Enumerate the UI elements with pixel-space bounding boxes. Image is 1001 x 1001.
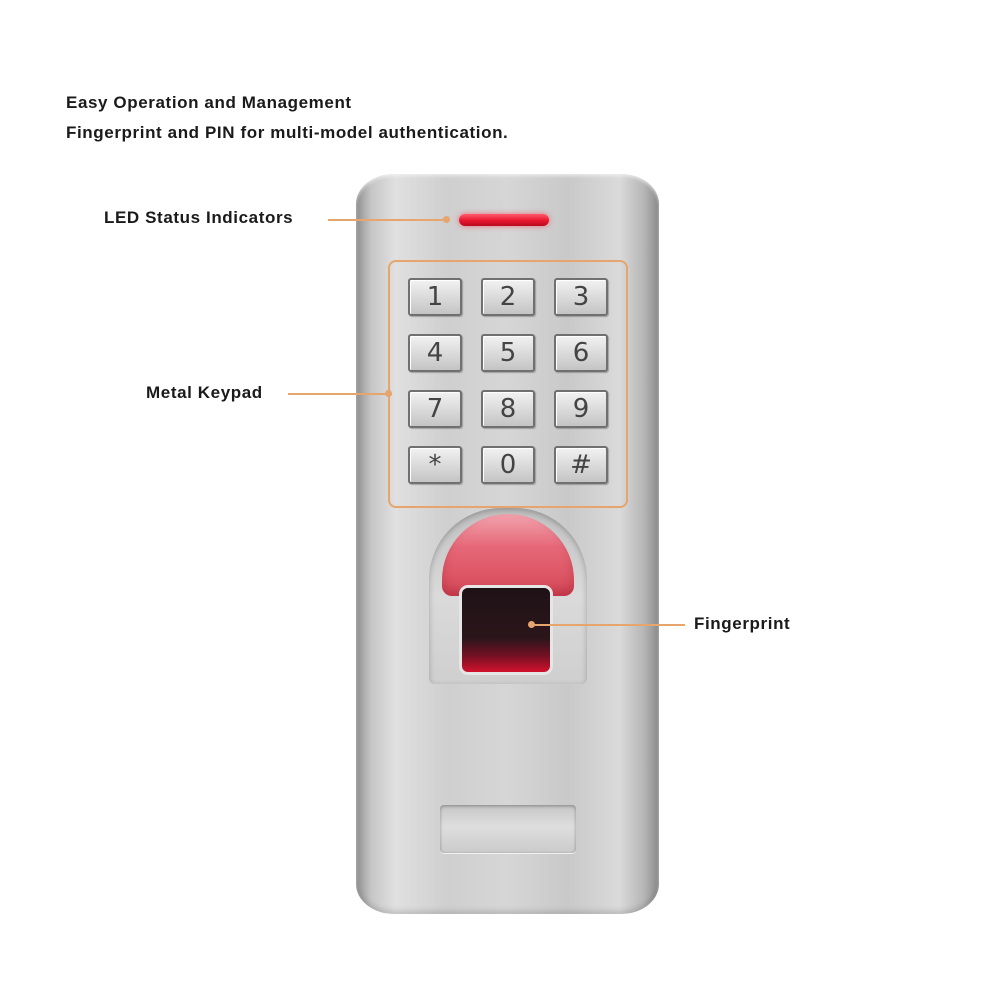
callout-line-led: [328, 219, 446, 221]
card-reader-window: [440, 805, 576, 853]
callout-dot-led: [443, 216, 450, 223]
keypad-key[interactable]: *: [408, 446, 462, 484]
keypad-key[interactable]: 8: [481, 390, 535, 428]
keypad-highlight-frame: [388, 260, 628, 508]
keypad-key[interactable]: #: [554, 446, 608, 484]
keypad-key[interactable]: 2: [481, 278, 535, 316]
keypad-key[interactable]: 6: [554, 334, 608, 372]
callout-label-keypad: Metal Keypad: [146, 383, 263, 402]
heading-subtitle: Fingerprint and PIN for multi-model auth…: [66, 123, 509, 142]
callout-line-keypad: [288, 393, 388, 395]
keypad-key[interactable]: 7: [408, 390, 462, 428]
callout-label-fingerprint: Fingerprint: [694, 614, 791, 633]
heading-block: Easy Operation and Management Fingerprin…: [66, 88, 508, 148]
keypad-key[interactable]: 0: [481, 446, 535, 484]
keypad-key[interactable]: 9: [554, 390, 608, 428]
keypad-key[interactable]: 4: [408, 334, 462, 372]
keypad-key[interactable]: 3: [554, 278, 608, 316]
led-status-indicator: [459, 214, 549, 226]
keypad-key[interactable]: 5: [481, 334, 535, 372]
callout-label-led: LED Status Indicators: [104, 208, 294, 227]
callout-dot-fingerprint: [528, 621, 535, 628]
fingerprint-sensor: [462, 588, 550, 672]
heading-title: Easy Operation and Management: [66, 93, 352, 112]
callout-line-fingerprint: [533, 624, 685, 626]
callout-dot-keypad: [385, 390, 392, 397]
keypad-key[interactable]: 1: [408, 278, 462, 316]
